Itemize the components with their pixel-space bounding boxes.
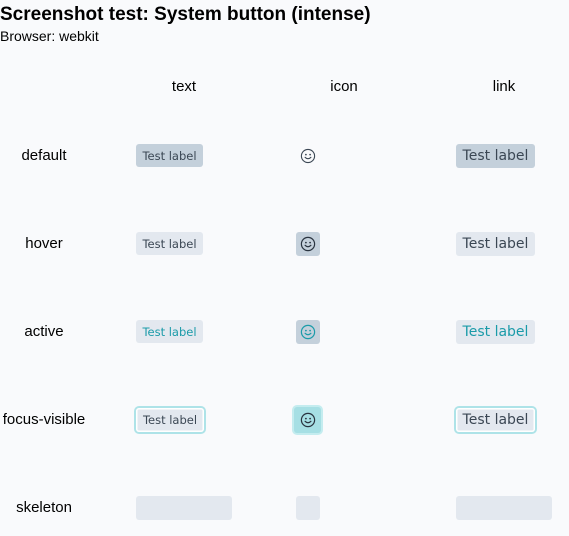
column-header-icon: icon: [330, 78, 358, 95]
icon-button-active[interactable]: [296, 320, 320, 344]
icon-button-hover[interactable]: [296, 232, 320, 256]
text-button-default[interactable]: Test label: [136, 144, 203, 167]
row-label-focus-visible: focus-visible: [2, 411, 86, 428]
smiley-face-icon: [300, 148, 316, 164]
link-button-skeleton: [456, 496, 552, 520]
column-header-text: text: [171, 78, 197, 95]
text-button-active[interactable]: Test label: [136, 320, 203, 343]
smiley-face-icon: [300, 324, 316, 340]
link-button-active[interactable]: Test label: [456, 320, 535, 344]
icon-button-default[interactable]: [296, 144, 320, 168]
icon-button-skeleton: [296, 496, 320, 520]
smiley-face-icon: [300, 412, 315, 428]
row-label-active: active: [24, 323, 64, 340]
text-button-hover[interactable]: Test label: [136, 232, 203, 255]
page-title: Screenshot test: System button (intense): [0, 4, 371, 25]
text-button-skeleton: [136, 496, 232, 520]
link-button-hover[interactable]: Test label: [456, 232, 535, 256]
text-button-focus-visible[interactable]: Test label: [136, 408, 204, 432]
row-label-skeleton: skeleton: [16, 499, 72, 516]
row-label-hover: hover: [25, 235, 63, 252]
column-header-link: link: [492, 78, 516, 95]
smiley-face-icon: [300, 236, 316, 252]
row-label-default: default: [21, 147, 67, 164]
browser-subtitle: Browser: webkit: [0, 28, 99, 44]
icon-button-focus-visible[interactable]: [294, 407, 321, 433]
link-button-focus-visible[interactable]: Test label: [456, 408, 535, 432]
link-button-default[interactable]: Test label: [456, 144, 535, 168]
